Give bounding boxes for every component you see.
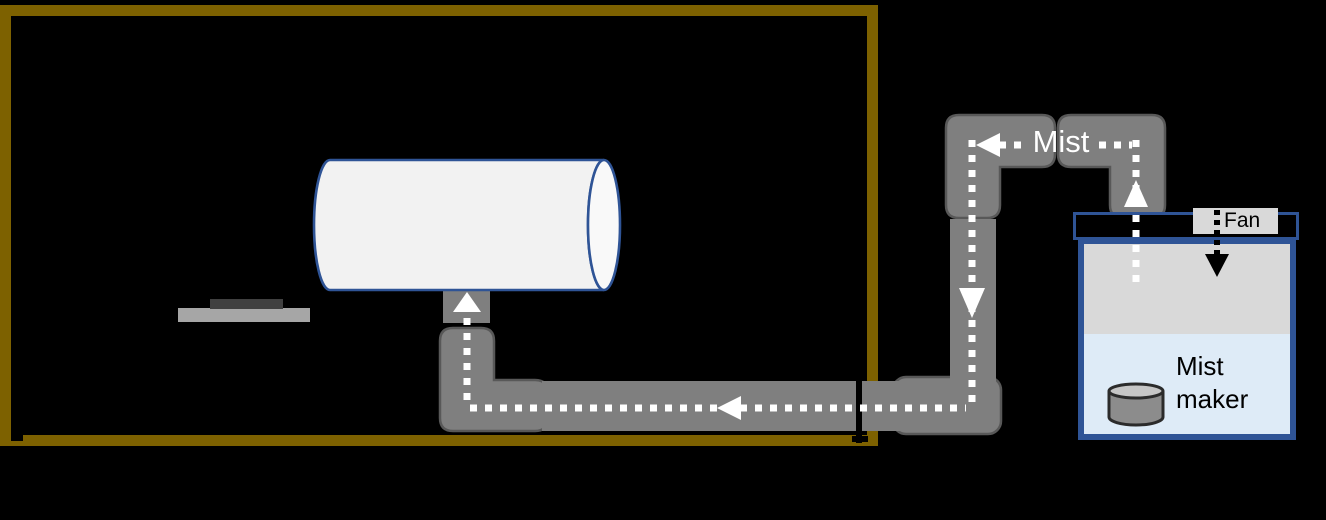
pipe-vertical-run xyxy=(950,219,996,385)
mist-label: Mist xyxy=(1032,124,1090,159)
arrowhead-down-vertical xyxy=(959,288,985,318)
pipe-elbow-bottom-right xyxy=(891,375,1003,436)
arrowhead-left-top xyxy=(976,133,1000,157)
scale-platform-base xyxy=(178,308,310,322)
mist-maker-label: Mist maker xyxy=(1176,351,1249,414)
scale-platform-plate xyxy=(210,299,283,309)
environment-chamber-box xyxy=(0,5,878,446)
fan-label: Fan xyxy=(1193,208,1278,234)
fan-label-text: Fan xyxy=(1224,209,1261,232)
arrowhead-up-rising xyxy=(1124,180,1148,207)
